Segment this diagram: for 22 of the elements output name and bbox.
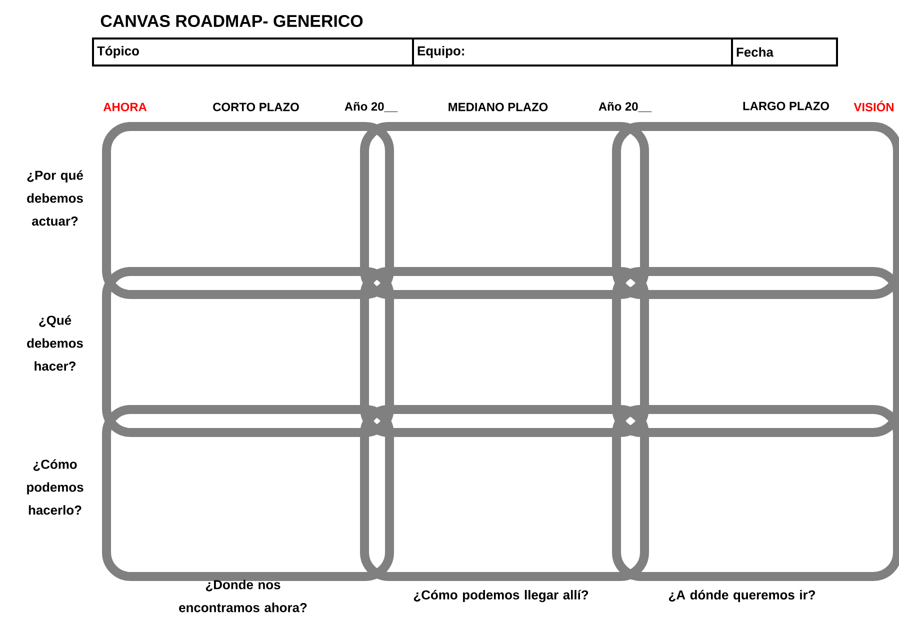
header-cell: Tópico xyxy=(92,38,414,66)
row-question: ¿Qué debemos hacer? xyxy=(27,315,83,371)
roadmap-box xyxy=(360,404,649,581)
roadmap-box xyxy=(102,266,394,437)
column-heading: LARGO PLAZO xyxy=(743,102,829,110)
year-label: Año 20__ xyxy=(598,102,652,112)
title: CANVAS ROADMAP- GENERICO xyxy=(100,15,363,27)
roadmap-box xyxy=(612,122,899,299)
column-question: ¿Cómo podemos llegar allí? xyxy=(414,590,588,602)
roadmap-box xyxy=(612,266,899,437)
year-label: Año 20__ xyxy=(344,102,398,112)
column-question: ¿A dónde queremos ir? xyxy=(668,590,815,602)
row-question: ¿Por qué debemos actuar? xyxy=(27,170,83,226)
roadmap-box xyxy=(360,122,649,299)
header-cell: Equipo: xyxy=(412,38,733,66)
roadmap-box xyxy=(102,404,394,581)
row-question: ¿Cómo podemos hacerlo? xyxy=(27,459,84,515)
column-heading: CORTO PLAZO xyxy=(213,102,299,112)
roadmap-box xyxy=(612,404,899,581)
header-cell: Fecha xyxy=(731,38,838,66)
roadmap-box xyxy=(102,122,394,299)
roadmap-box xyxy=(360,266,649,437)
